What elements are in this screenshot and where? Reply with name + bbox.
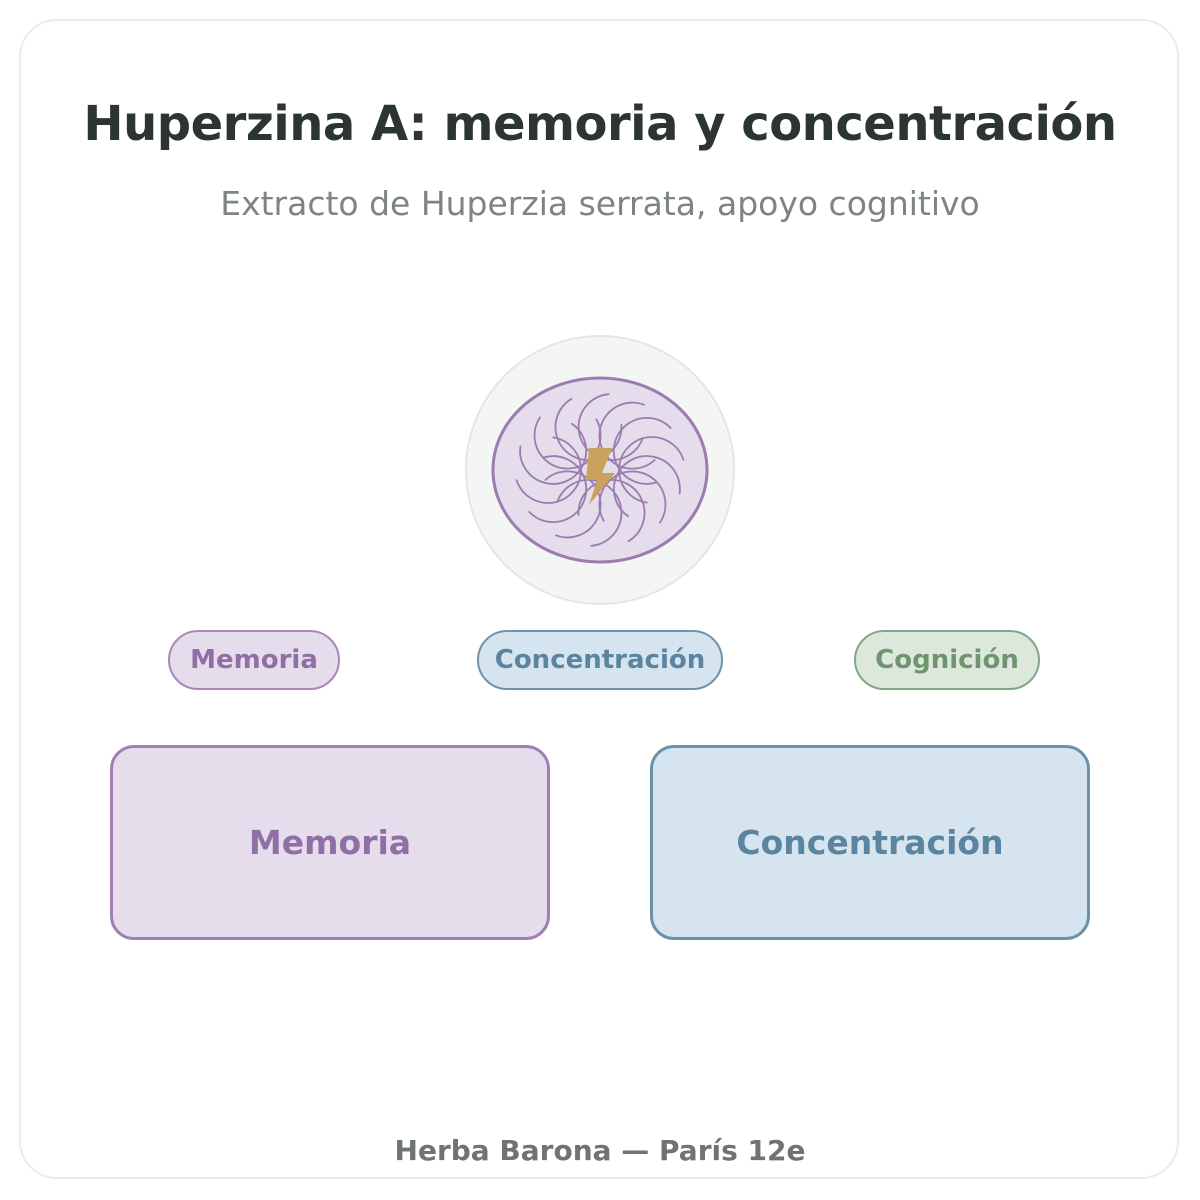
swirl-arc — [528, 455, 588, 523]
brain-spiral-icon — [465, 335, 735, 605]
box-concentracion: Concentración — [650, 745, 1090, 940]
swirl-arc — [519, 422, 587, 485]
swirl-arc — [554, 397, 623, 461]
tag-memoria: Memoria — [168, 630, 340, 690]
page-title: Huperzina A: memoria y concentración — [83, 96, 1117, 152]
tag-concentracion: Concentración — [477, 630, 723, 690]
page-subtitle: Extracto de Huperzia serrata, apoyo cogn… — [220, 184, 980, 223]
box-memoria: Memoria — [110, 745, 550, 940]
swirl-arc — [544, 470, 602, 539]
swirl-arc — [577, 479, 646, 543]
swirl-arc — [618, 436, 685, 504]
swirl-arc — [613, 455, 681, 518]
swirl-arc — [556, 479, 623, 547]
lightning-bolt-icon — [586, 448, 615, 505]
swirl-arc — [598, 401, 656, 470]
tag-cognicion: Cognición — [854, 630, 1040, 690]
footer-brand: Herba Barona — París 12e — [394, 1134, 806, 1167]
swirl-arc — [515, 436, 582, 504]
emblem-swirls — [515, 393, 685, 547]
swirl-arc — [612, 417, 672, 485]
swirl-arc — [577, 393, 644, 461]
